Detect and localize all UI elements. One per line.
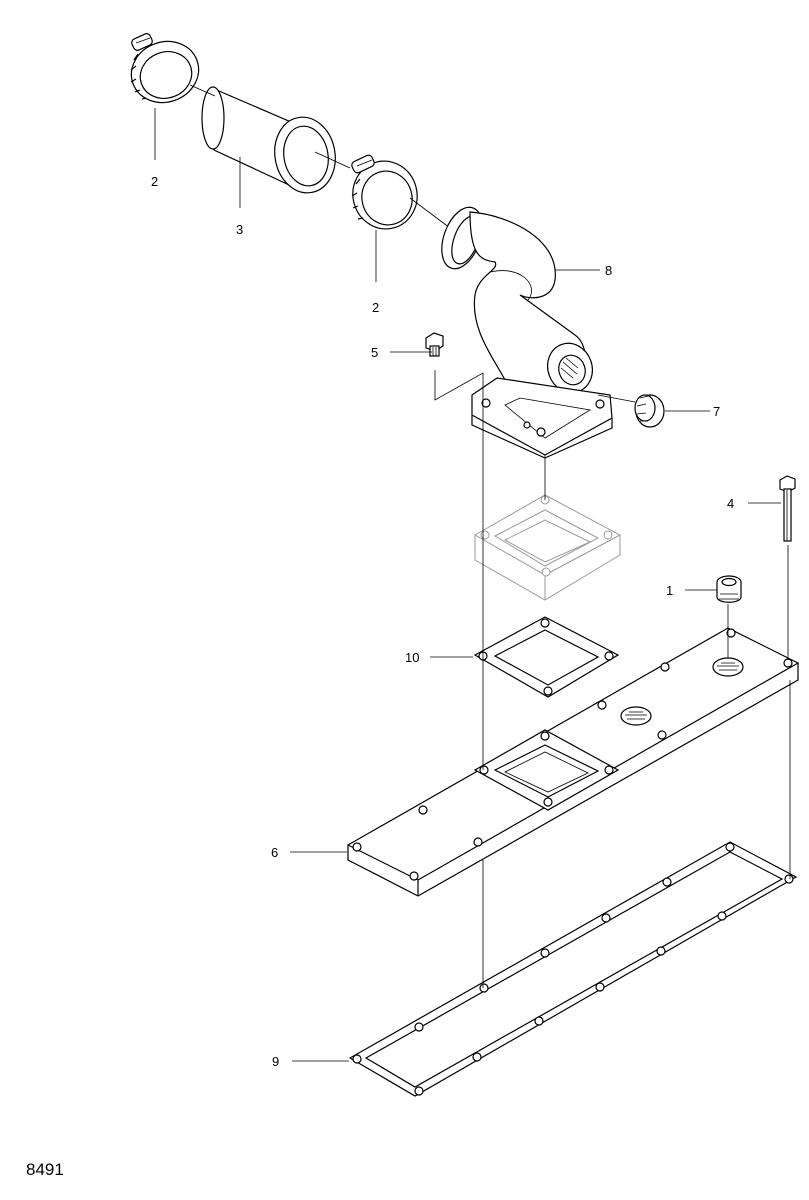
callout-6: 6: [271, 845, 278, 860]
elbow-pipe: [441, 206, 613, 459]
hose: [201, 86, 336, 194]
callout-7: 7: [713, 404, 720, 419]
plug-threaded: [716, 575, 742, 603]
spacer-block: [474, 494, 621, 601]
callout-2-upper: 2: [151, 174, 158, 189]
bolt-long: [779, 475, 796, 542]
callout-4: 4: [727, 496, 734, 511]
hose-clamp-upper: [130, 33, 200, 104]
cover-plate: [346, 627, 800, 897]
callout-5: 5: [371, 345, 378, 360]
plate-gasket: [348, 841, 798, 1097]
hose-clamp-lower: [351, 154, 418, 230]
callout-10: 10: [405, 650, 419, 665]
callout-8: 8: [605, 263, 612, 278]
plug-fitting: [634, 394, 665, 428]
callout-2-lower: 2: [372, 300, 379, 315]
callout-1: 1: [666, 583, 673, 598]
reference-number: 8491: [26, 1160, 64, 1179]
flange-gasket: [473, 616, 620, 698]
callout-3: 3: [236, 222, 243, 237]
callout-9: 9: [272, 1054, 279, 1069]
bolt-small: [425, 332, 444, 357]
